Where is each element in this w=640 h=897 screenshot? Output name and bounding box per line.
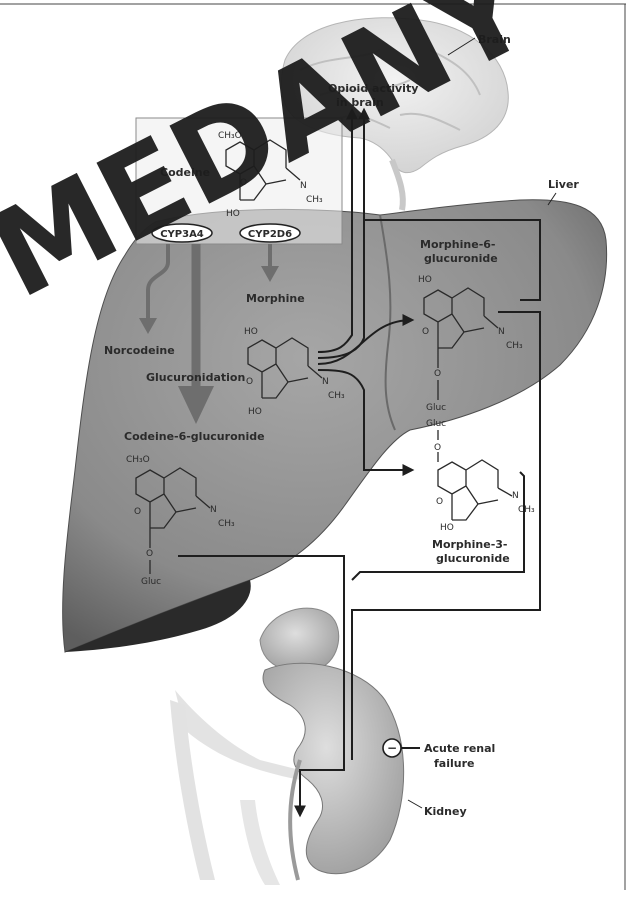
m3g-o-ring: O (436, 497, 443, 507)
c6g-gluc: Gluc (141, 577, 161, 587)
norcodeine-label: Norcodeine (104, 344, 175, 357)
kidney-illustration (170, 608, 404, 885)
codeine-6-glucuronide-label: Codeine-6-glucuronide (124, 430, 265, 443)
morphine-ho-top: HO (244, 327, 258, 337)
c6g-ch3: CH₃ (218, 519, 235, 529)
acute-renal-failure-label-1: Acute renal (424, 742, 495, 755)
morphine-ch3: CH₃ (328, 391, 345, 401)
m6g-o: O (434, 369, 441, 379)
c6g-n: N (210, 505, 217, 515)
m3g-label-1: Morphine-3- (432, 538, 507, 551)
m3g-n: N (512, 491, 519, 501)
morphine-n: N (322, 377, 329, 387)
cyp2d6-label: CYP2D6 (248, 229, 292, 240)
m6g-ch3: CH₃ (506, 341, 523, 351)
m3g-gluc: Gluc (426, 419, 446, 429)
m3g-ch3: CH₃ (518, 505, 535, 515)
m6g-label-1: Morphine-6- (420, 238, 495, 251)
morphine-ho-bottom: HO (248, 407, 262, 417)
acute-renal-failure-label-2: failure (434, 757, 474, 770)
codeine-ch3: CH₃ (306, 195, 323, 205)
liver-label: Liver (548, 178, 579, 191)
inhibition-symbol: − (387, 741, 397, 755)
kidney-label: Kidney (424, 805, 467, 818)
kidney-leader (408, 800, 422, 808)
c6g-ch3o: CH₃O (126, 455, 150, 465)
glucuronidation-label: Glucuronidation (146, 371, 245, 384)
m6g-gluc: Gluc (426, 403, 446, 413)
m6g-ho: HO (418, 275, 432, 285)
morphine-3-glucuronide-structure: Gluc O O N CH₃ HO (426, 419, 535, 533)
morphine-o: O (246, 377, 253, 387)
m3g-o-top: O (434, 443, 441, 453)
m6g-label-2: glucuronide (424, 252, 498, 265)
c6g-o-ring: O (134, 507, 141, 517)
m3g-label-2: glucuronide (436, 552, 510, 565)
morphine-label: Morphine (246, 292, 305, 305)
m3g-ho: HO (440, 523, 454, 533)
m6g-n: N (498, 327, 505, 337)
c6g-o: O (146, 549, 153, 559)
m6g-o-ring: O (422, 327, 429, 337)
